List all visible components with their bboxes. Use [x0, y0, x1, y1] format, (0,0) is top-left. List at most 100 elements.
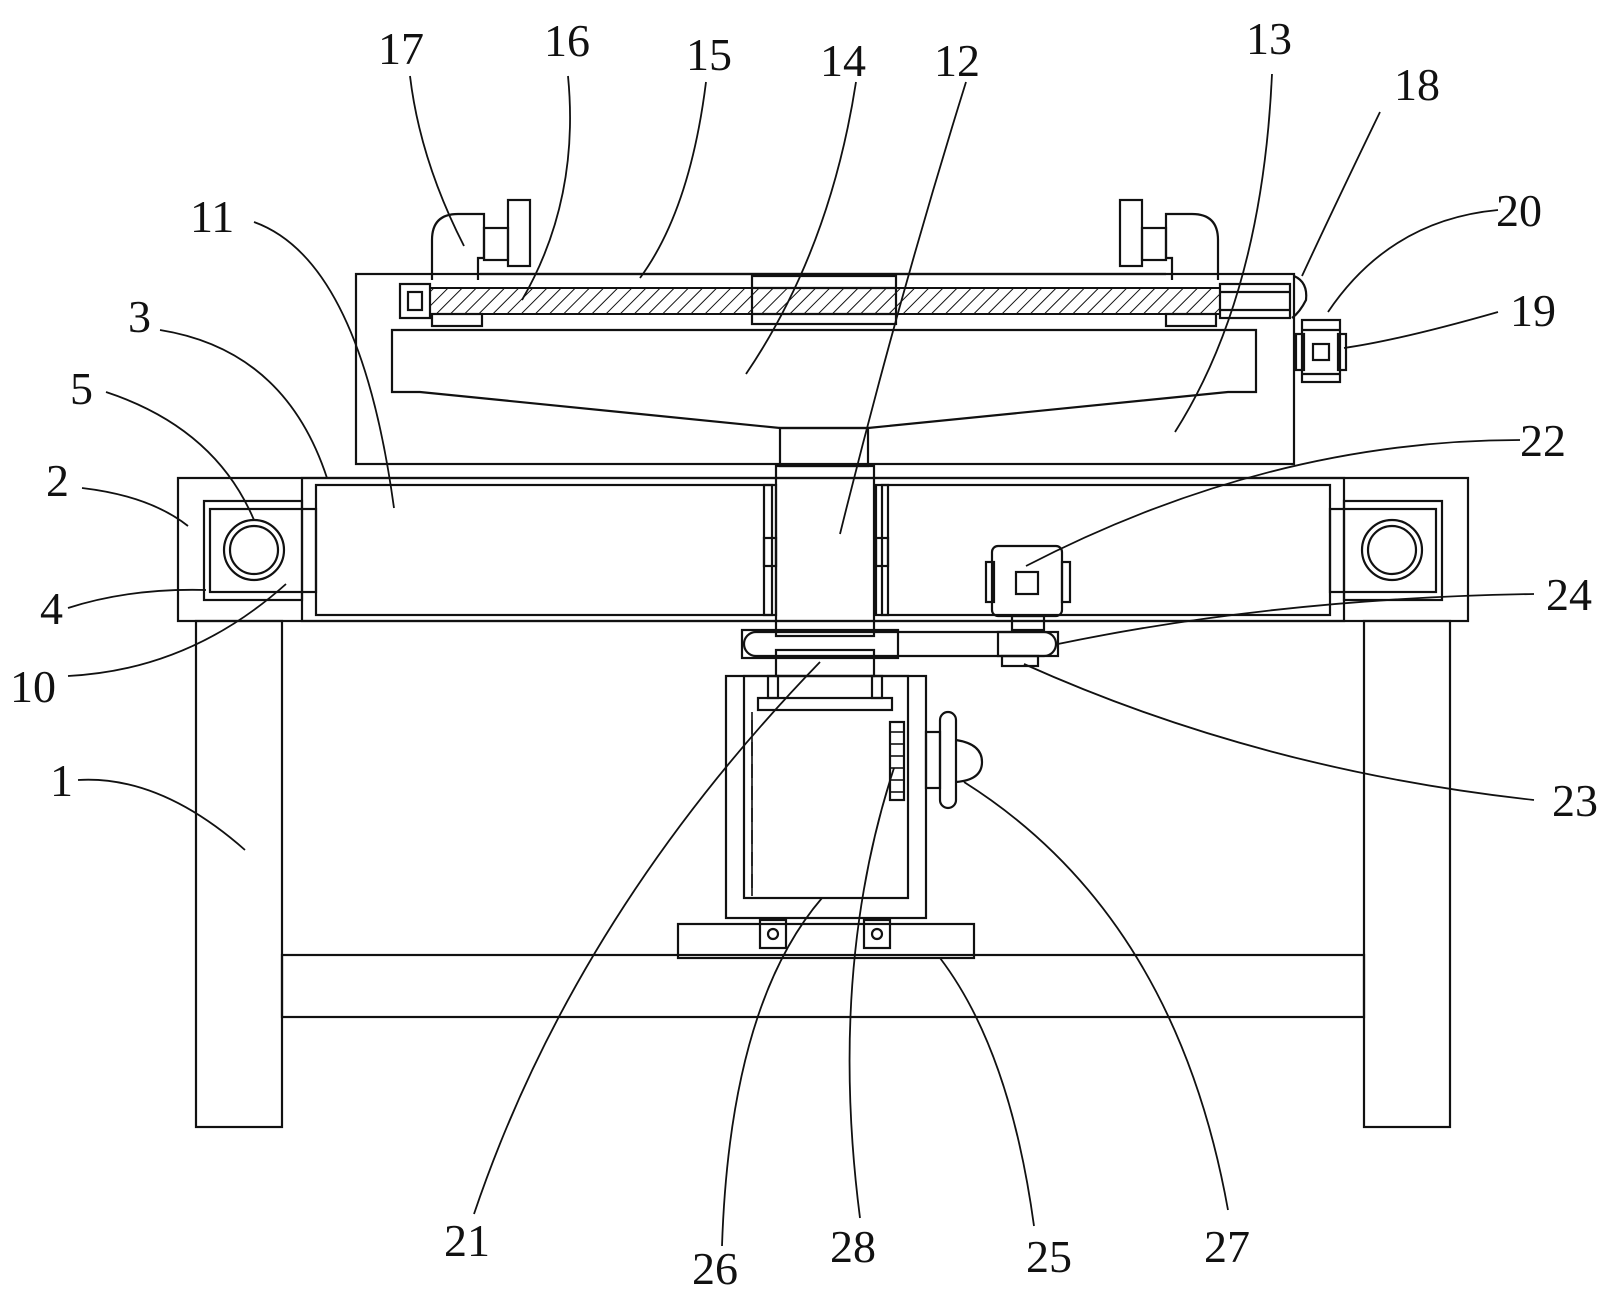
- left-bearing: [762, 536, 778, 568]
- label-2: 2: [46, 455, 69, 506]
- leader-21: [473, 661, 821, 1215]
- label-17: 17: [378, 23, 424, 74]
- bolt-left-hole: [766, 927, 780, 941]
- motor-22-center: [1014, 570, 1040, 596]
- lower-assembly: [676, 674, 984, 960]
- gear-28: [888, 720, 906, 802]
- top-frame: [176, 476, 1470, 623]
- label-19: 19: [1510, 285, 1556, 336]
- label-4: 4: [40, 583, 63, 634]
- motor-22-left: [984, 560, 996, 604]
- left-roller-inner: [228, 524, 280, 576]
- leader-lines: [67, 73, 1535, 1247]
- label-25: 25: [1026, 1231, 1072, 1282]
- leader-2: [81, 487, 189, 527]
- handwheel-knob: [955, 738, 984, 784]
- leader-22: [1025, 439, 1521, 567]
- screw-left-end: [398, 282, 432, 320]
- leader-13: [1174, 73, 1273, 433]
- leader-18: [1301, 111, 1381, 277]
- bolt-right: [862, 918, 892, 950]
- leader-1: [77, 778, 246, 851]
- left-leg: [194, 619, 284, 1129]
- shaft-neck: [778, 426, 870, 468]
- pulley-23-hub: [1000, 654, 1040, 668]
- label-23: 23: [1552, 775, 1598, 826]
- base-plate-25: [676, 922, 976, 960]
- motor-19-flange-right: [1336, 332, 1348, 372]
- left-roller-outer: [222, 518, 286, 582]
- label-1: 1: [50, 755, 73, 806]
- shaft-column-12: [774, 464, 876, 638]
- left-plate-11: [314, 483, 774, 617]
- handwheel-27: [938, 710, 958, 810]
- label-24: 24: [1546, 569, 1592, 620]
- label-16: 16: [544, 15, 590, 66]
- leader-16: [521, 75, 571, 301]
- left-slide-foot: [430, 312, 484, 328]
- left-outer-block: [202, 499, 304, 602]
- screw-rod-16: [429, 287, 1221, 315]
- label-15: 15: [686, 29, 732, 80]
- drive-assembly: [740, 544, 1072, 668]
- label-10: 10: [10, 661, 56, 712]
- leader-14: [745, 81, 857, 375]
- motor-19-body: [1300, 318, 1342, 384]
- left-plate-edge: [762, 483, 778, 617]
- leader-19: [1343, 311, 1499, 349]
- right-roller-outer: [1360, 518, 1424, 582]
- label-22: 22: [1520, 415, 1566, 466]
- label-3: 3: [128, 291, 151, 342]
- label-12: 12: [934, 35, 980, 86]
- screw-left-cap: [406, 290, 424, 312]
- center-nut: [750, 274, 898, 326]
- motor-22-shaft: [1010, 614, 1046, 632]
- leader-3: [159, 329, 328, 479]
- label-5: 5: [70, 363, 93, 414]
- housing-right-post: [870, 674, 884, 700]
- motor-22-right: [1060, 560, 1072, 604]
- housing-top-plate: [756, 696, 894, 712]
- bolt-left: [758, 918, 788, 950]
- bracket-18: [1291, 274, 1308, 319]
- reference-labels: 1 2 3 4 5 10 11 12 13 14 15 16 17 18 19 …: [10, 13, 1598, 1294]
- small-pulley-23: [996, 630, 1060, 658]
- leader-23: [1023, 663, 1535, 801]
- inner-groove-3: [300, 476, 1346, 623]
- lower-crossbar: [280, 953, 1366, 1019]
- screw-right-end: [1218, 282, 1292, 320]
- right-pipe: [1164, 212, 1220, 280]
- leader-26: [721, 897, 823, 1247]
- right-pipe-joint: [1140, 226, 1168, 262]
- leader-10: [67, 583, 287, 677]
- right-roller-inner: [1366, 524, 1418, 576]
- left-pipe-joint: [482, 226, 510, 262]
- label-13: 13: [1246, 13, 1292, 64]
- leader-27: [963, 781, 1229, 1211]
- bolt-right-hole: [870, 927, 884, 941]
- right-leg: [1362, 619, 1452, 1129]
- leader-11: [253, 221, 395, 509]
- label-27: 27: [1204, 1221, 1250, 1272]
- housing-inner-26: [742, 674, 910, 900]
- motor-22: [990, 544, 1064, 618]
- housing-outer: [724, 674, 928, 920]
- handwheel-hub: [924, 730, 942, 790]
- right-slide-foot: [1164, 312, 1218, 328]
- leader-5: [105, 391, 255, 521]
- right-plate: [880, 483, 1332, 617]
- leader-25: [939, 957, 1035, 1227]
- right-outer-block: [1342, 499, 1444, 602]
- rotary-shaft: [774, 426, 876, 678]
- belt-24: [742, 630, 1058, 658]
- leader-28: [848, 767, 895, 1219]
- label-14: 14: [820, 35, 866, 86]
- leader-24: [1057, 593, 1535, 645]
- label-20: 20: [1496, 185, 1542, 236]
- left-flange: [506, 198, 532, 268]
- shaft-lower: [774, 648, 876, 678]
- label-18: 18: [1394, 59, 1440, 110]
- label-28: 28: [830, 1221, 876, 1272]
